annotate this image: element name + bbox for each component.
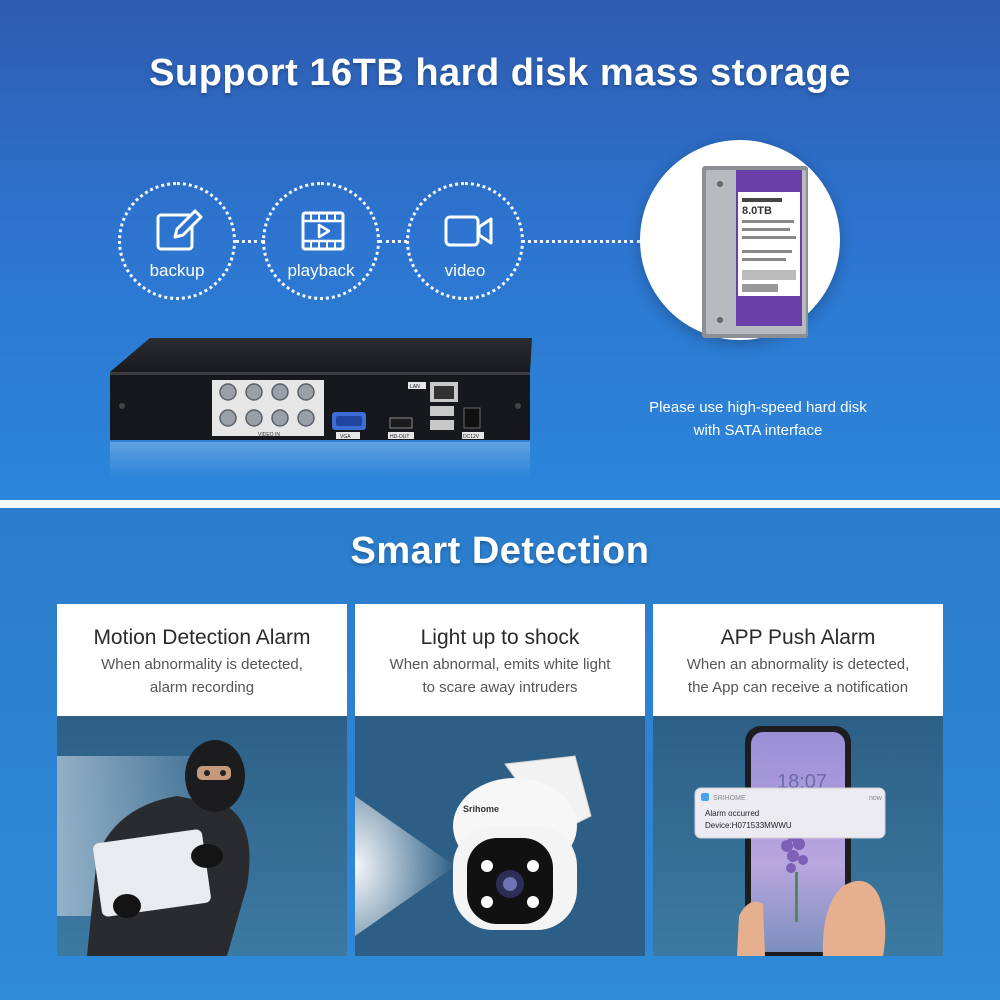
lan-label: LAN: [410, 384, 420, 390]
burglar-image: [57, 716, 347, 956]
notification-time: now: [869, 795, 883, 802]
film-play-icon: [301, 211, 345, 251]
storage-title: Support 16TB hard disk mass storage: [149, 52, 851, 94]
feature-label: backup: [149, 261, 205, 280]
hard-disk-image: 8.0TB: [702, 166, 808, 338]
security-camera-image: Srihome: [355, 716, 645, 956]
card-title: Motion Detection Alarm: [93, 626, 311, 649]
hdout-label: HD-OUT: [390, 434, 409, 440]
detection-title: Smart Detection: [350, 530, 650, 572]
hdd-note-line: with SATA interface: [693, 422, 823, 439]
app-push-card: APP Push Alarm When an abnormality is de…: [653, 604, 943, 956]
vga-label: VGA: [340, 434, 351, 440]
feature-backup: backup: [118, 182, 236, 300]
feature-playback: playback: [262, 182, 380, 300]
notification-app: SRIHOME: [713, 795, 746, 802]
phone-notification-image: 18:07 SRIHOME now Alarm occurred Device:…: [653, 716, 943, 956]
card-subtitle-line: to scare away intruders: [422, 679, 578, 696]
hdd-note-line: Please use high-speed hard disk: [649, 399, 867, 416]
edit-icon: [156, 209, 203, 251]
section-divider: [0, 500, 1000, 508]
dotted-connector: [521, 240, 641, 243]
hdd-capacity: 8.0TB: [742, 205, 772, 217]
feature-label: video: [444, 261, 486, 280]
dotted-connector: [379, 240, 407, 243]
hard-disk-badge: 8.0TB: [640, 140, 840, 340]
dotted-connector: [235, 240, 265, 243]
feature-video: video: [406, 182, 524, 300]
dvr-recorder-image: VIDEO IN VGA HD-OUT LAN DC12V: [110, 338, 532, 478]
camera-brand: Srihome: [463, 804, 499, 814]
video-camera-icon: [444, 215, 493, 247]
notification-alert: Alarm occurred: [705, 809, 759, 818]
light-shock-card: Light up to shock When abnormal, emits w…: [355, 604, 645, 956]
video-in-label: VIDEO IN: [258, 432, 280, 438]
card-subtitle-line: When an abnormality is detected,: [686, 656, 910, 673]
card-title: Light up to shock: [420, 626, 580, 649]
hdd-note: Please use high-speed hard disk with SAT…: [598, 396, 918, 442]
card-title: APP Push Alarm: [720, 626, 876, 649]
notification-device: Device:H071533MWWU: [705, 821, 792, 830]
feature-label: playback: [287, 261, 355, 280]
card-subtitle-line: alarm recording: [149, 679, 255, 696]
card-subtitle-line: When abnormal, emits white light: [389, 656, 611, 673]
card-subtitle-line: the App can receive a notification: [687, 679, 909, 696]
dc-label: DC12V: [463, 434, 480, 440]
card-subtitle-line: When abnormality is detected,: [101, 656, 303, 673]
motion-detection-card: Motion Detection Alarm When abnormality …: [57, 604, 347, 956]
